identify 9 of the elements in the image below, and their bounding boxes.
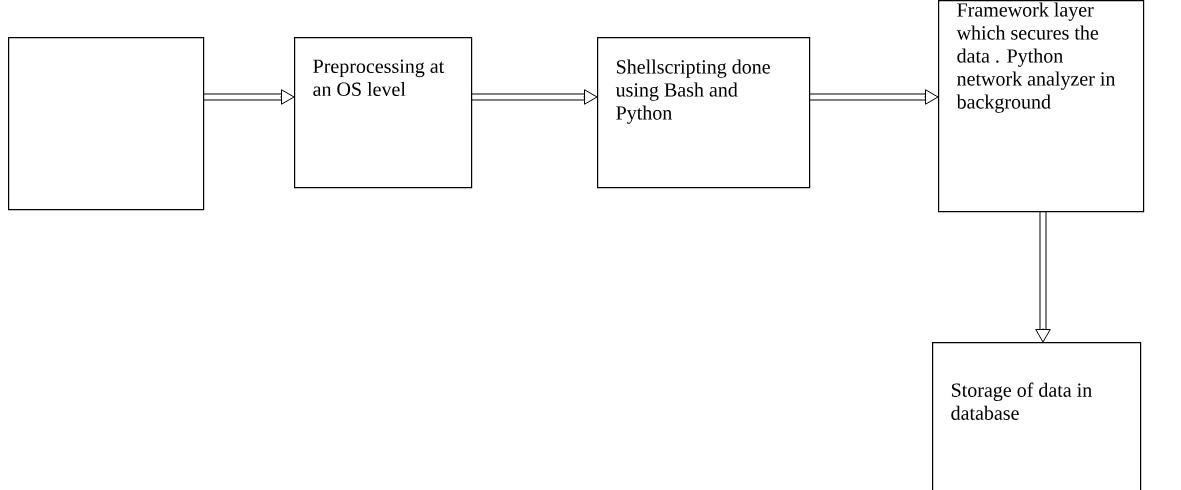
arrow — [808, 89, 939, 105]
arrow — [202, 89, 295, 105]
process-box: Shellscripting done using Bash and Python — [597, 37, 811, 189]
process-box: Preprocessing at an OS level — [294, 37, 473, 189]
process-box — [8, 37, 205, 211]
process-box: Framework layer which secures the data . Python network analyzer in background — [938, 0, 1145, 213]
arrow — [470, 89, 598, 105]
arrow — [1035, 210, 1051, 343]
process-box: Storage of data in database — [932, 342, 1142, 490]
